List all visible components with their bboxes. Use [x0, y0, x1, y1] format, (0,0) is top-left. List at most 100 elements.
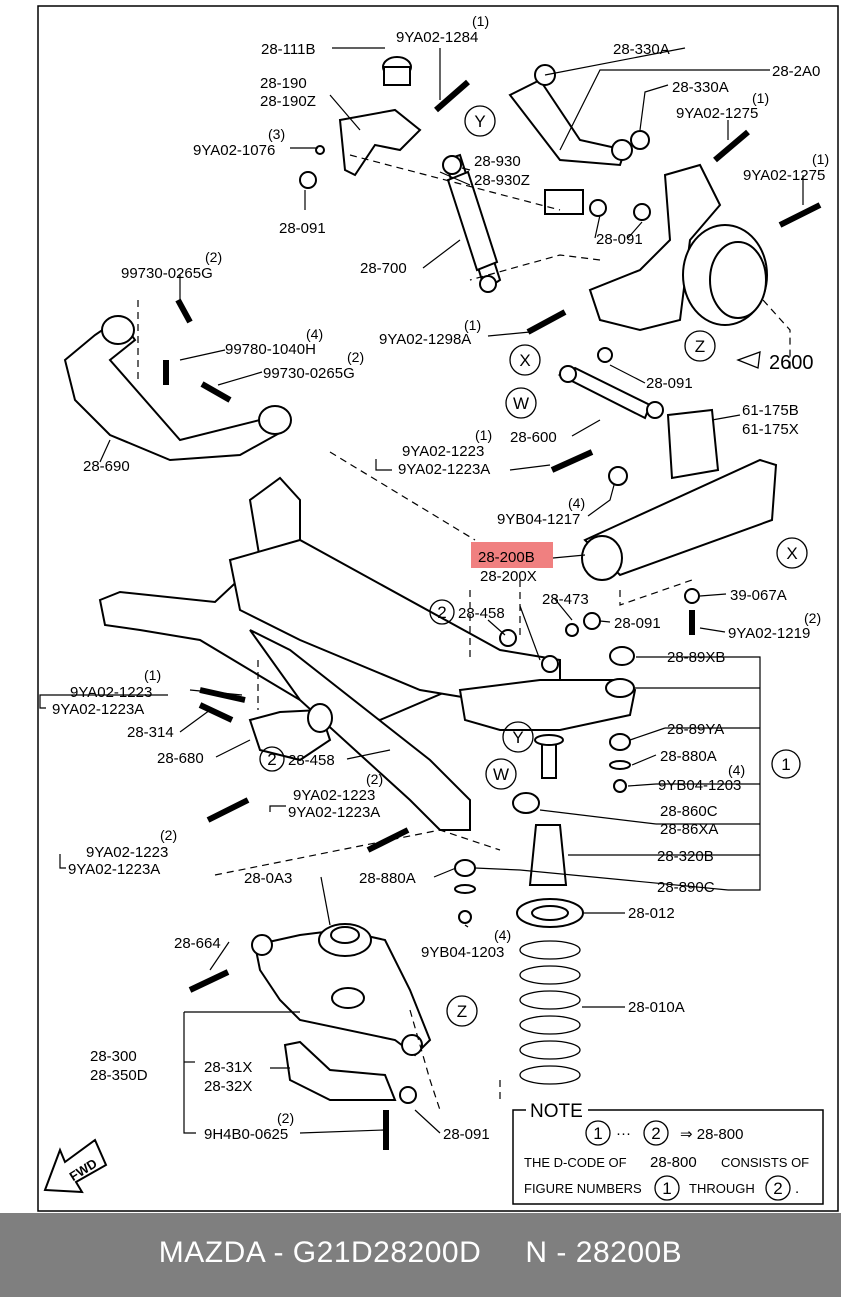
note-circle-3: [654, 1175, 680, 1201]
label-28-664: 28-664: [174, 935, 221, 952]
label-28-010A: 28-010A: [628, 999, 685, 1016]
label-28-091: 28-091: [443, 1126, 490, 1143]
footer-bar: [0, 1213, 841, 1297]
label-9YA02-1223A: 9YA02-1223A: [68, 861, 160, 878]
label-39-067A: 39-067A: [730, 587, 787, 604]
label-28-89YA: 28-89YA: [667, 721, 724, 738]
label-28-880A: 28-880A: [660, 748, 717, 765]
callout-y-low-label: Y: [512, 728, 523, 747]
label-61-175B: 61-175B: [742, 402, 799, 419]
note-line3a: FIGURE NUMBERS: [524, 1181, 642, 1196]
label-28-86XA: 28-86XA: [660, 821, 718, 838]
callout-1: [771, 749, 801, 779]
label-28-0A3: 28-0A3: [244, 870, 292, 887]
callout-z-low-label: Z: [457, 1002, 467, 1021]
callout-x-mid-label: X: [519, 351, 530, 370]
label-qty: (4): [568, 495, 585, 511]
label-9YA02-1275: 9YA02-1275: [676, 105, 758, 122]
coil-spring: [519, 940, 581, 1085]
note-title: NOTE: [530, 1101, 583, 1122]
label-qty: (4): [494, 927, 511, 943]
label-9H4B0-0625: 9H4B0-0625: [204, 1126, 288, 1143]
label-28-458: 28-458: [288, 752, 335, 769]
label-28-890C: 28-890C: [657, 879, 715, 896]
leader-lines: [39, 47, 804, 1134]
callout-x-right: [776, 537, 808, 569]
footer-part-number: MAZDA - G21D28200D N - 28200B: [158, 1236, 683, 1269]
label-28-31X: 28-31X: [204, 1059, 252, 1076]
label-28-700: 28-700: [360, 260, 407, 277]
label-28-350D: 28-350D: [90, 1067, 148, 1084]
label-28-320B: 28-320B: [657, 848, 714, 865]
note-dots: ···: [616, 1125, 631, 1142]
parts-drawing: [43, 56, 822, 1194]
label-9YA02-1275: 9YA02-1275: [743, 167, 825, 184]
note-line3c: .: [795, 1180, 799, 1197]
callout-w-low: [485, 758, 517, 790]
label-28-012: 28-012: [628, 905, 675, 922]
guide-lines: [137, 154, 693, 1111]
label-28-200X: 28-200X: [480, 568, 537, 585]
label-28-32X: 28-32X: [204, 1078, 252, 1095]
callout-2-a-label: 2: [437, 603, 446, 622]
label-9YA02-1223: 9YA02-1223: [70, 684, 152, 701]
note-line2c: CONSISTS OF: [721, 1155, 809, 1170]
label-28-89XB: 28-89XB: [667, 649, 725, 666]
label-28-690: 28-690: [83, 458, 130, 475]
label-28-091: 28-091: [596, 231, 643, 248]
label-qty: (4): [306, 326, 323, 342]
label-28-930Z: 28-930Z: [474, 172, 530, 189]
label-28-880A: 28-880A: [359, 870, 416, 887]
label-qty: (2): [347, 349, 364, 365]
label-qty: (1): [475, 427, 492, 443]
callout-x-mid: [509, 344, 541, 376]
label-9YA02-1223A: 9YA02-1223A: [288, 804, 380, 821]
callout-y-top: [464, 105, 496, 137]
label-9YA02-1219: 9YA02-1219: [728, 625, 810, 642]
callout-2-b-label: 2: [267, 750, 276, 769]
note-line2a: THE D-CODE OF: [524, 1155, 627, 1170]
label-qty: (1): [472, 13, 489, 29]
label-28-091: 28-091: [614, 615, 661, 632]
label-99730-0265G: 99730-0265G: [263, 365, 355, 382]
label-28-600: 28-600: [510, 429, 557, 446]
note-arrow-text: ⇒ 28-800: [680, 1126, 743, 1143]
label-qty: (3): [268, 126, 285, 142]
note-circle-3-label: 1: [662, 1179, 671, 1198]
label-28-680: 28-680: [157, 750, 204, 767]
note-circle-1-label: 1: [593, 1124, 602, 1143]
callout-y-top-label: Y: [474, 112, 485, 131]
label-28-473: 28-473: [542, 591, 589, 608]
callout-z-hub: [684, 330, 716, 362]
callout-x-right-label: X: [786, 544, 797, 563]
callout-z-hub-label: Z: [695, 337, 705, 356]
label-28-200B: 28-200B: [478, 549, 535, 566]
note-line3b: THROUGH: [689, 1181, 755, 1196]
label-qty: (1): [464, 317, 481, 333]
note-circle-2-label: 2: [651, 1124, 660, 1143]
label-9YA02-1223: 9YA02-1223: [402, 443, 484, 460]
label-9YA02-1223A: 9YA02-1223A: [398, 461, 490, 478]
label-61-175X: 61-175X: [742, 421, 799, 438]
label-9YA02-1298A: 9YA02-1298A: [379, 331, 471, 348]
label-qty: (2): [804, 610, 821, 626]
note-circle-4: [765, 1175, 791, 1201]
callout-y-low: [502, 721, 534, 753]
callouts: Y X W Z X Y W Z 2 2 1: [259, 105, 808, 1027]
label-28-314: 28-314: [127, 724, 174, 741]
label-qty: (2): [205, 249, 222, 265]
diagram-frame: [37, 5, 839, 1212]
label-qty: (1): [752, 90, 769, 106]
note-frame: [512, 1109, 824, 1205]
callout-w-low-label: W: [493, 765, 509, 784]
label-99780-1040H: 99780-1040H: [225, 341, 316, 358]
note-box: NOTE 1 ··· 2 ⇒ 28-800 THE D-CODE OF 28-8…: [512, 1100, 824, 1205]
label-9YB04-1203: 9YB04-1203: [658, 777, 741, 794]
label-28-300: 28-300: [90, 1048, 137, 1065]
label-9YA02-1223: 9YA02-1223: [86, 844, 168, 861]
label-9YB04-1203: 9YB04-1203: [421, 944, 504, 961]
label-28-330A: 28-330A: [613, 41, 670, 58]
callout-1-label: 1: [781, 755, 790, 774]
label-qty: (2): [277, 1110, 294, 1126]
